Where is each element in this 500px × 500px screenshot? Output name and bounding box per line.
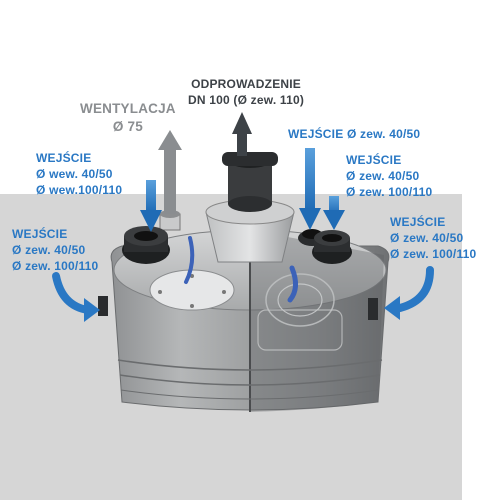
inlet-side-left-arrow <box>52 272 100 322</box>
vent-label: WENTYLACJA Ø 75 <box>80 100 176 136</box>
vent-label-line1: WENTYLACJA <box>80 101 176 116</box>
tank-body <box>110 229 390 412</box>
inlet-top-right-1-arrow <box>299 148 321 230</box>
outlet-label-line1: ODPROWADZENIE <box>191 77 302 91</box>
inlet-side-right-port <box>368 298 378 320</box>
outlet-label: ODPROWADZENIE DN 100 (Ø zew. 110) <box>188 76 304 108</box>
inlet-side-right-arrow <box>384 266 434 320</box>
outlet-arrow <box>232 112 252 156</box>
vent-arrow <box>158 130 182 214</box>
inlet-top-right-ports <box>298 229 352 264</box>
inlet-top-left-port <box>122 226 170 264</box>
outlet-housing <box>205 152 295 263</box>
inlet-top-right-2-line2: Ø zew. 40/50 <box>346 169 420 183</box>
vent-label-line2: Ø 75 <box>112 119 143 134</box>
inlet-side-left-label: WEJŚCIE Ø zew. 40/50 Ø zew. 100/110 <box>12 226 98 274</box>
outlet-label-line2: DN 100 (Ø zew. 110) <box>188 93 305 107</box>
inlet-side-left-line3: Ø zew. 100/110 <box>12 259 99 273</box>
inlet-side-right-line3: Ø zew. 100/110 <box>390 247 477 261</box>
inlet-top-right-2-line3: Ø zew. 100/110 <box>346 185 433 199</box>
inlet-side-right-line1: WEJŚCIE <box>390 215 446 229</box>
inlet-top-right-2-arrow <box>323 196 345 230</box>
inlet-side-left-port <box>98 296 108 316</box>
inlet-top-left-line1: WEJŚCIE <box>36 151 92 165</box>
inlet-top-right-1-label: WEJŚCIE Ø zew. 40/50 <box>288 126 420 142</box>
inlet-top-right-1-line1: WEJŚCIE Ø zew. 40/50 <box>288 127 421 141</box>
inlet-side-left-line1: WEJŚCIE <box>12 227 68 241</box>
inlet-top-left-line3: Ø wew.100/110 <box>36 183 123 197</box>
inlet-side-left-line2: Ø zew. 40/50 <box>12 243 86 257</box>
inlet-side-right-label: WEJŚCIE Ø zew. 40/50 Ø zew. 100/110 <box>390 214 476 262</box>
inlet-top-right-2-label: WEJŚCIE Ø zew. 40/50 Ø zew. 100/110 <box>346 152 432 200</box>
inlet-top-left-arrow <box>140 180 162 232</box>
inlet-top-right-2-line1: WEJŚCIE <box>346 153 402 167</box>
inlet-top-left-line2: Ø wew. 40/50 <box>36 167 113 181</box>
inlet-side-right-line2: Ø zew. 40/50 <box>390 231 464 245</box>
inlet-top-left-label: WEJŚCIE Ø wew. 40/50 Ø wew.100/110 <box>36 150 122 198</box>
